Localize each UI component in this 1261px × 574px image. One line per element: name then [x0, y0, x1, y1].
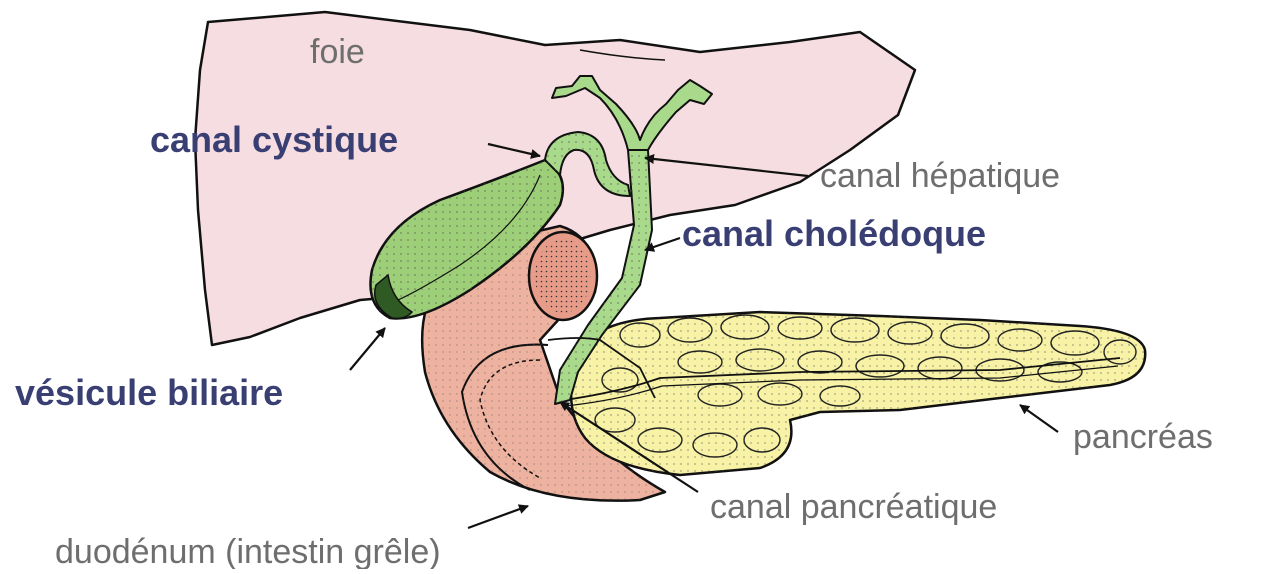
- label-canal-cystique: canal cystique: [150, 119, 398, 160]
- pointer-vesicule-biliaire: [350, 328, 385, 370]
- label-canal-pancreatique: canal pancréatique: [710, 488, 997, 526]
- label-canal-choledoque: canal cholédoque: [682, 213, 986, 254]
- pointer-duodenum: [468, 506, 528, 528]
- label-foie: foie: [310, 33, 365, 71]
- label-vesicule-biliaire: vésicule biliaire: [15, 372, 283, 413]
- duodenum-cross-section-texture: [535, 239, 591, 313]
- pancreas-texture: [571, 312, 1145, 475]
- label-canal-hepatique: canal hépatique: [820, 157, 1060, 195]
- label-pancreas: pancréas: [1073, 418, 1213, 456]
- label-duodenum: duodénum (intestin grêle): [55, 533, 441, 569]
- pointer-pancreas: [1020, 405, 1058, 432]
